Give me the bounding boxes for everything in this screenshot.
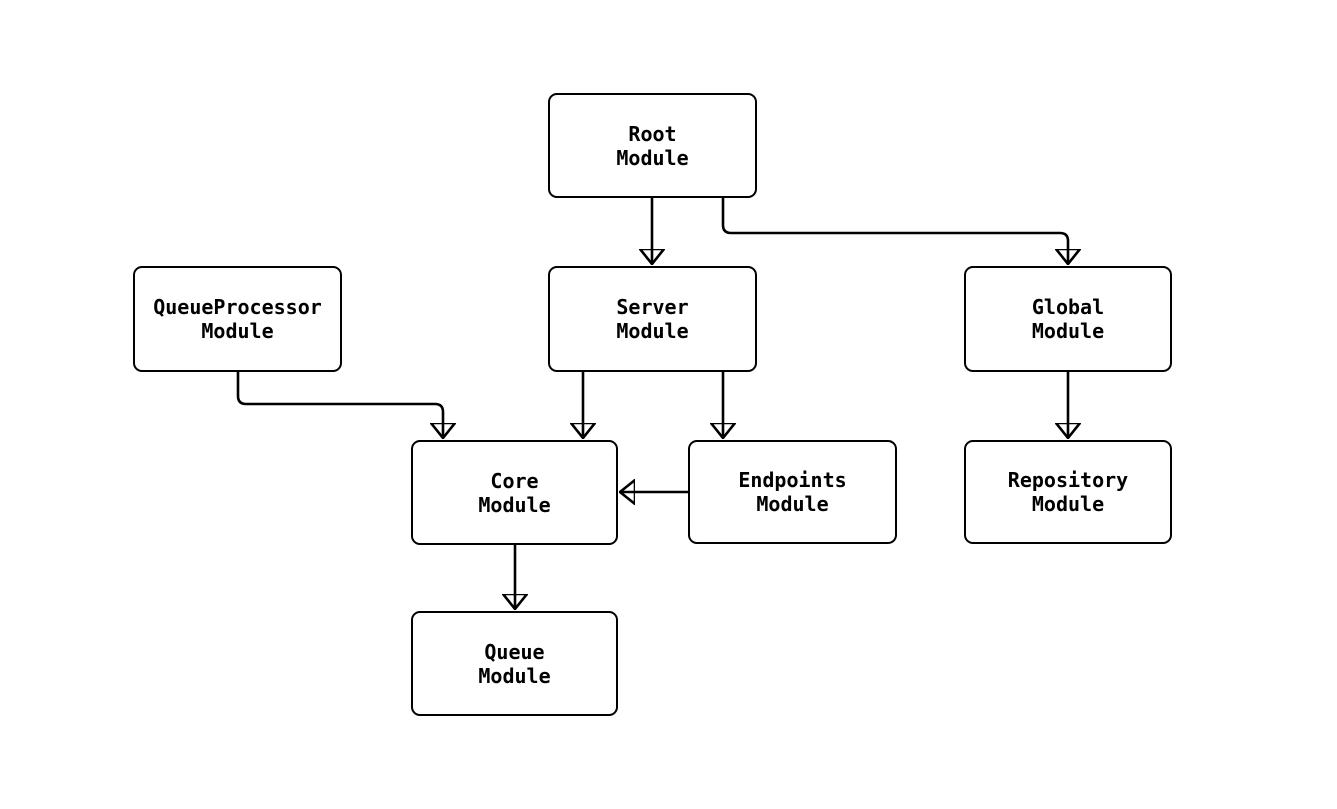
node-queueprocessor-module[interactable]: QueueProcessor Module: [133, 266, 342, 372]
node-server-module[interactable]: Server Module: [548, 266, 757, 372]
node-queue-module[interactable]: Queue Module: [411, 611, 618, 716]
edge-queueprocessor-module-to-core-module: [236, 372, 443, 438]
node-core-module[interactable]: Core Module: [411, 440, 618, 545]
node-repository-module[interactable]: Repository Module: [964, 440, 1172, 544]
node-endpoints-module-label: Endpoints Module: [738, 468, 847, 516]
node-global-module[interactable]: Global Module: [964, 266, 1172, 372]
node-core-module-label: Core Module: [478, 468, 551, 517]
node-repository-module-label: Repository Module: [1007, 468, 1129, 516]
node-root-module[interactable]: Root Module: [548, 93, 757, 198]
node-server-module-label: Server Module: [616, 295, 689, 343]
edge-root-module-to-global-module: [721, 198, 1068, 264]
node-queue-module-label: Queue Module: [478, 639, 551, 688]
node-endpoints-module[interactable]: Endpoints Module: [688, 440, 897, 544]
node-queueprocessor-module-label: QueueProcessor Module: [153, 295, 322, 343]
node-global-module-label: Global Module: [1031, 295, 1105, 343]
node-root-module-label: Root Module: [616, 121, 689, 170]
